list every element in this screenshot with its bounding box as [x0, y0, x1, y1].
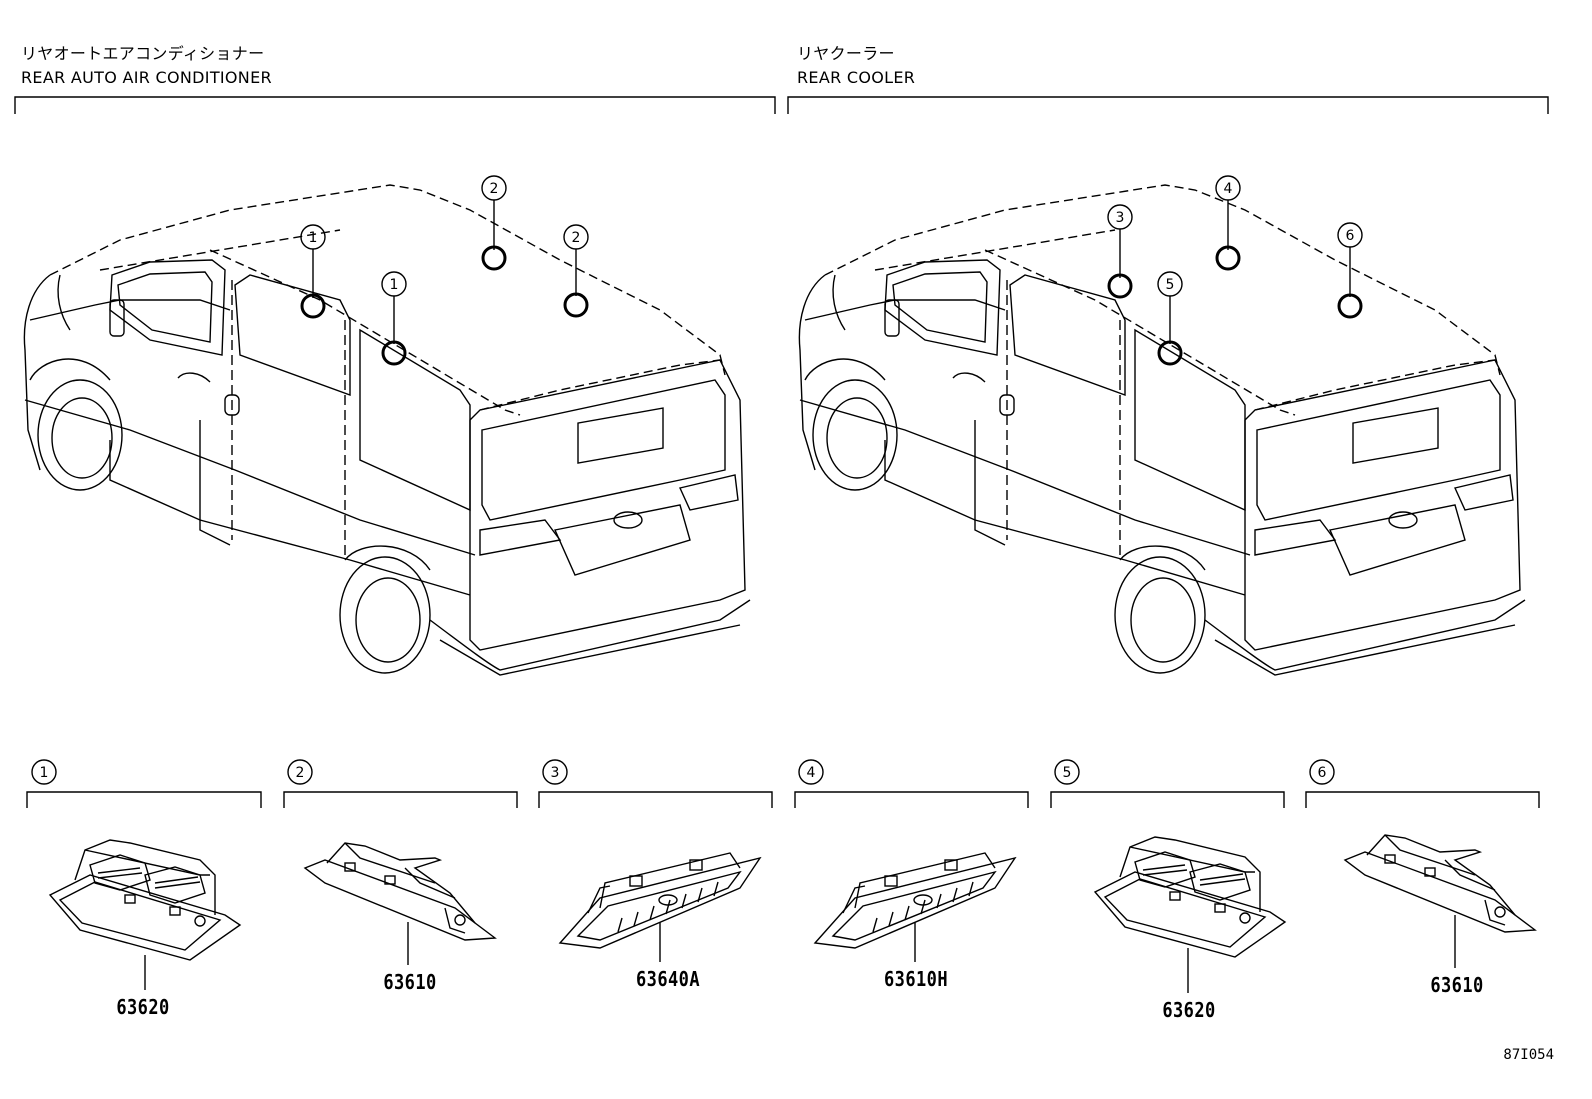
callout-4	[1215, 175, 1241, 271]
callout-label-4: 4	[1224, 181, 1233, 197]
part-index-2: 2	[296, 765, 305, 781]
part-index-circle-6	[1309, 759, 1335, 785]
part-illustration-1	[49, 839, 241, 961]
part-illustration-5	[1094, 836, 1286, 958]
right-title-en: REAR COOLER	[797, 68, 916, 87]
callout-label-1b: 1	[390, 277, 399, 293]
callout-label-5: 5	[1166, 277, 1175, 293]
part-index-1: 1	[40, 765, 49, 781]
part-index-circle-3	[542, 759, 568, 785]
part-index-circle-5	[1054, 759, 1080, 785]
part-index-4: 4	[807, 765, 816, 781]
part-bracket-1	[26, 791, 262, 808]
callout-label-2b: 2	[572, 230, 581, 246]
part-bracket-6	[1305, 791, 1540, 808]
part-number-3: 63640A	[636, 967, 700, 991]
part-index-circle-2	[287, 759, 313, 785]
part-bracket-3	[538, 791, 773, 808]
callout-6	[1337, 222, 1363, 319]
van-illustration-left	[23, 184, 751, 676]
part-index-3: 3	[551, 765, 560, 781]
left-section-bracket	[14, 96, 776, 114]
right-section-bracket	[787, 96, 1549, 114]
part-number-5: 63620	[1162, 998, 1216, 1022]
callout-label-1a: 1	[309, 230, 318, 246]
callout-2b	[563, 224, 589, 318]
figure-reference: 87I054	[1503, 1047, 1554, 1063]
part-index-5: 5	[1063, 765, 1072, 781]
part-index-circle-4	[798, 759, 824, 785]
van-illustration-right	[798, 184, 1526, 676]
left-title-en: REAR AUTO AIR CONDITIONER	[21, 68, 272, 87]
part-illustration-2	[304, 842, 496, 941]
callout-label-6: 6	[1346, 228, 1355, 244]
part-number-1: 63620	[116, 995, 170, 1019]
part-number-2: 63610	[383, 970, 437, 994]
callout-2a	[481, 175, 507, 271]
callout-3	[1107, 204, 1133, 299]
callout-1a	[300, 224, 326, 319]
callout-1b	[381, 271, 407, 366]
part-number-4: 63610H	[884, 967, 948, 991]
callout-5	[1157, 271, 1183, 366]
right-title-jp: リヤクーラー	[797, 44, 895, 63]
part-bracket-4	[794, 791, 1029, 808]
part-index-circle-1	[31, 759, 57, 785]
part-index-6: 6	[1318, 765, 1327, 781]
callout-label-2a: 2	[490, 181, 499, 197]
part-illustration-6	[1344, 834, 1536, 933]
part-bracket-5	[1050, 791, 1285, 808]
part-bracket-2	[283, 791, 518, 808]
callout-label-3: 3	[1116, 210, 1125, 226]
part-number-6: 63610	[1430, 973, 1484, 997]
left-title-jp: リヤオートエアコンディショナー	[21, 44, 265, 63]
